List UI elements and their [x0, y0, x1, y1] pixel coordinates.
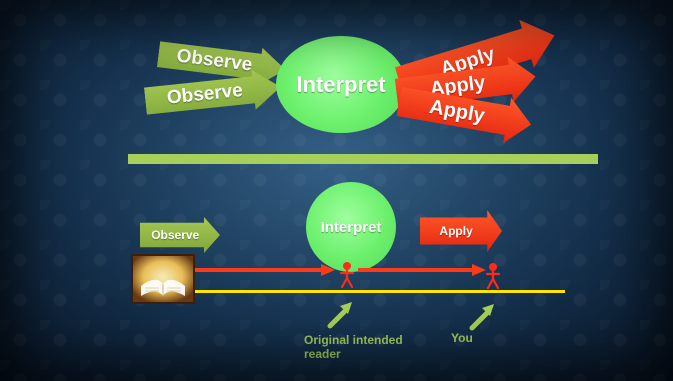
person-icon	[484, 263, 502, 290]
apply-arrow-top-1: Apply	[392, 11, 562, 106]
observe-arrow-top-1: Observe	[156, 35, 288, 88]
apply-arrow-label: Apply	[428, 71, 487, 100]
observe-arrow-bottom: Observe	[140, 217, 220, 253]
apply-arrow-label: Apply	[439, 224, 473, 238]
interpret-label-bottom: Interpret	[320, 218, 382, 236]
timeline-line	[195, 290, 565, 293]
observe-arrow-top-2: Observe	[143, 67, 282, 121]
apply-arrow-label: Apply	[437, 42, 498, 81]
timeline-red-arrow-2	[358, 262, 486, 278]
apply-arrow-top-3: Apply	[395, 79, 535, 148]
person-icon	[338, 262, 356, 289]
pointer-arrow-icon	[326, 300, 356, 330]
apply-arrow-bottom: Apply	[420, 210, 502, 252]
observe-arrow-label: Observe	[175, 45, 254, 76]
divider-bar	[128, 154, 598, 164]
apply-arrow-label: Apply	[427, 95, 487, 127]
pointer-arrow-icon	[468, 302, 498, 332]
apply-arrow-top-2: Apply	[394, 54, 539, 117]
interpret-circle-bottom: Interpret	[306, 182, 396, 272]
bible-icon	[131, 254, 195, 304]
timeline-red-arrow-1	[195, 262, 335, 278]
original-reader-label: Original intended reader	[304, 333, 403, 361]
observe-arrow-label: Observe	[165, 79, 244, 109]
interpret-ellipse-top: Interpret	[276, 36, 406, 133]
you-label: You	[451, 331, 473, 345]
observe-arrow-label: Observe	[151, 228, 200, 242]
interpret-label-top: Interpret	[296, 71, 386, 97]
